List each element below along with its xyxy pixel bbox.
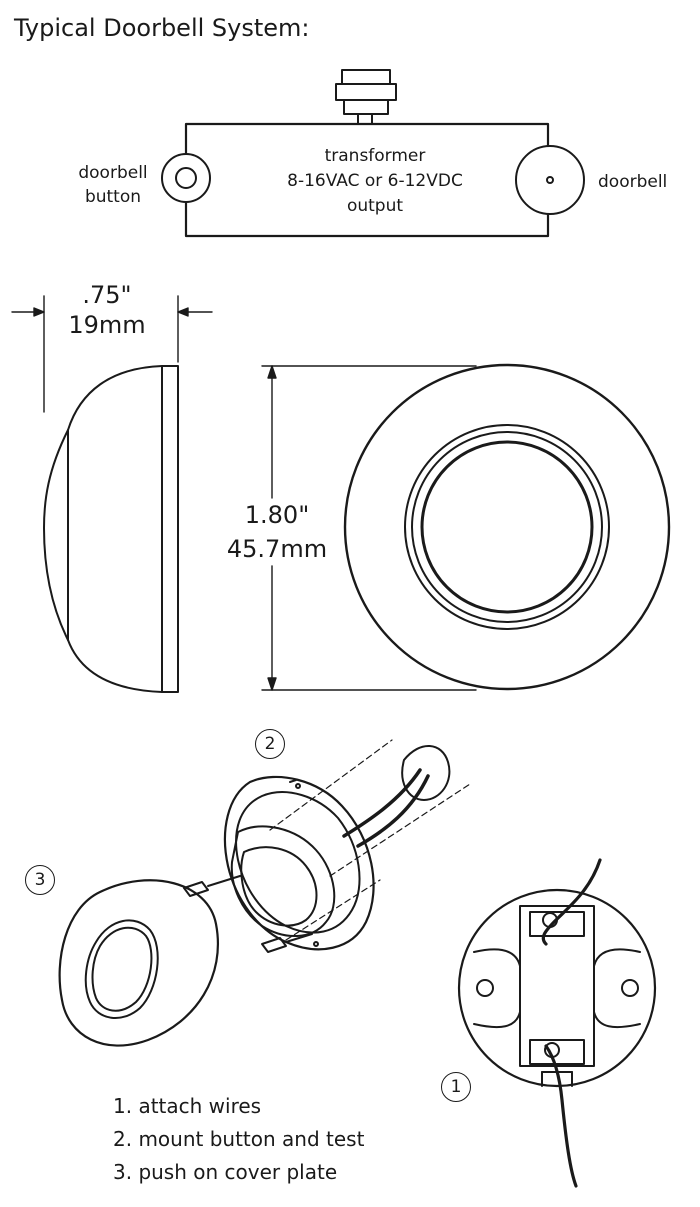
callout-2: 2 <box>255 729 285 759</box>
diameter-inches: 1.80" <box>244 501 310 529</box>
diameter-mm: 45.7mm <box>226 535 328 563</box>
doorbell-symbol <box>515 145 585 215</box>
transformer-voltage: 8-16VAC or 6-12VDC <box>287 171 463 191</box>
depth-mm: 19mm <box>68 311 146 339</box>
alignment-lines <box>269 739 471 941</box>
button-side-profile <box>43 365 179 693</box>
callout-1: 1 <box>441 1072 471 1102</box>
diameter-dimension <box>261 365 477 691</box>
mounting-screws <box>183 875 313 953</box>
depth-inches: .75" <box>82 281 132 309</box>
transformer-line: output <box>346 196 404 216</box>
mounted-base <box>457 858 657 1188</box>
step-item: 1. attach wires <box>113 1094 262 1118</box>
page-title: Typical Doorbell System: <box>14 14 310 42</box>
label-line: doorbell <box>78 163 148 183</box>
callout-3: 3 <box>25 865 55 895</box>
instruction-steps: 1. attach wires 2. mount button and test… <box>113 1090 364 1189</box>
button-front-view <box>343 363 671 691</box>
transformer-label: transformer 8-16VAC or 6-12VDC output <box>285 144 465 219</box>
doorbell-button-label: doorbell button <box>72 161 154 209</box>
cover-plate <box>58 879 219 1047</box>
step-item: 3. push on cover plate <box>113 1160 338 1184</box>
step-item: 2. mount button and test <box>113 1127 365 1151</box>
button-assembly <box>223 775 375 951</box>
transformer-line: transformer <box>324 146 426 166</box>
depth-label: .75" 19mm <box>62 280 152 340</box>
wall-hole-with-wires <box>342 745 451 848</box>
doorbell-label: doorbell <box>598 172 668 192</box>
depth-dimension <box>11 295 213 413</box>
doorbell-button-symbol <box>161 153 211 203</box>
diameter-label: 1.80" 45.7mm <box>222 498 332 566</box>
label-line: button <box>84 187 142 207</box>
transformer-plug <box>335 69 397 125</box>
